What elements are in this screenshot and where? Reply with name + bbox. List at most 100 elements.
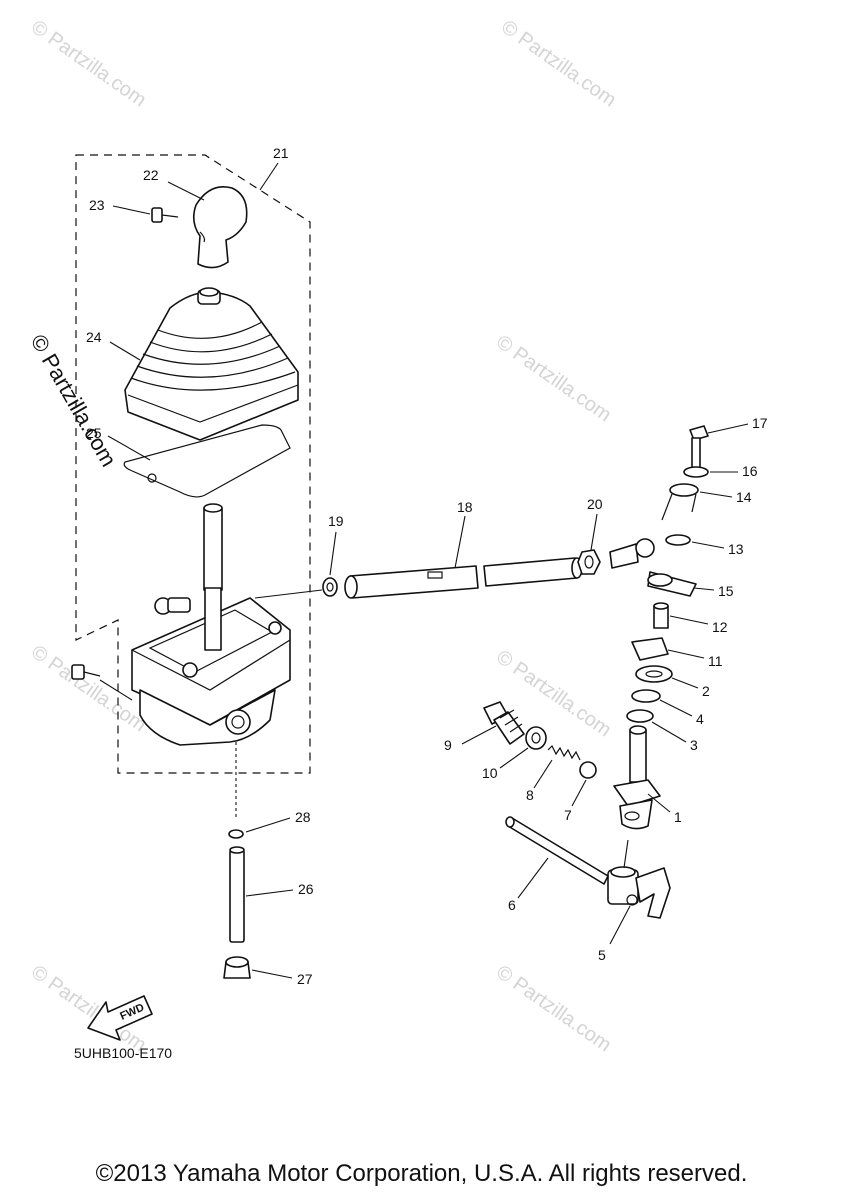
collar bbox=[653, 602, 669, 629]
callout-24: 24 bbox=[86, 329, 102, 345]
exploded-view: © Partzilla.com © Partzilla.com © Partzi… bbox=[26, 16, 768, 1061]
leader-28 bbox=[245, 817, 291, 833]
watermark: © Partzilla.com bbox=[492, 331, 615, 426]
callout-14: 14 bbox=[736, 489, 752, 505]
callout-17: 17 bbox=[752, 415, 768, 431]
callout-10: 10 bbox=[482, 765, 498, 781]
callout-6: 6 bbox=[508, 897, 516, 913]
leader-3 bbox=[651, 721, 687, 743]
shift-knob bbox=[192, 186, 248, 269]
callout-27: 27 bbox=[297, 971, 313, 987]
shift-boot bbox=[124, 287, 299, 441]
leader-15 bbox=[693, 587, 715, 591]
leader-10 bbox=[499, 747, 529, 769]
nut bbox=[577, 549, 601, 575]
screw bbox=[151, 207, 179, 223]
guide-bar bbox=[505, 816, 609, 885]
rod-end bbox=[609, 538, 655, 569]
shift-lever bbox=[203, 503, 223, 591]
callout-9: 9 bbox=[444, 737, 452, 753]
spring-clip bbox=[661, 483, 699, 521]
callout-3: 3 bbox=[690, 737, 698, 753]
bushing bbox=[322, 577, 338, 597]
leader-6 bbox=[517, 857, 549, 899]
leader-17 bbox=[707, 423, 749, 434]
callout-20: 20 bbox=[587, 496, 603, 512]
leader-11 bbox=[667, 649, 705, 659]
leader-24 bbox=[109, 341, 141, 361]
leader-22 bbox=[167, 181, 205, 201]
callout-28: 28 bbox=[295, 809, 311, 825]
watermark: © Partzilla.com bbox=[27, 16, 150, 111]
leader-13 bbox=[691, 541, 725, 549]
diagram-code: 5UHB100-E170 bbox=[74, 1045, 172, 1061]
leader-housing-19 bbox=[254, 589, 323, 599]
detent-spring bbox=[547, 744, 581, 761]
leader-8 bbox=[533, 759, 553, 789]
leader-7 bbox=[571, 779, 587, 807]
leader-9 bbox=[461, 725, 497, 745]
washer bbox=[626, 709, 654, 723]
callout-19: 19 bbox=[328, 513, 344, 529]
leader-21 bbox=[259, 162, 279, 191]
shift-rod bbox=[344, 557, 583, 599]
callout-2: 2 bbox=[702, 683, 710, 699]
o-ring bbox=[228, 829, 244, 839]
leader-20 bbox=[590, 513, 598, 551]
callout-11: 11 bbox=[708, 653, 723, 669]
copyright-notice: ©2013 Yamaha Motor Corporation, U.S.A. A… bbox=[95, 1160, 748, 1187]
kit-boundary bbox=[75, 154, 311, 774]
callout-13: 13 bbox=[728, 541, 744, 557]
callout-18: 18 bbox=[457, 499, 473, 515]
gasket bbox=[525, 726, 547, 750]
watermark: © Partzilla.com bbox=[497, 16, 620, 111]
leader-25 bbox=[107, 435, 151, 461]
plug-bolt bbox=[483, 701, 525, 745]
circlip bbox=[631, 689, 661, 703]
leader-23 bbox=[112, 205, 151, 215]
shift-housing bbox=[131, 587, 291, 746]
end-cap bbox=[223, 956, 251, 979]
leader-26 bbox=[245, 889, 294, 897]
washer bbox=[683, 466, 709, 478]
callout-7: 7 bbox=[564, 807, 572, 823]
stopper bbox=[631, 637, 669, 661]
leader-18 bbox=[454, 515, 466, 569]
callout-8: 8 bbox=[526, 787, 534, 803]
seal-ring bbox=[123, 424, 291, 498]
callout-5: 5 bbox=[598, 947, 606, 963]
callout-23: 23 bbox=[89, 197, 105, 213]
callout-4: 4 bbox=[696, 711, 704, 727]
leader-1 bbox=[647, 793, 671, 813]
housing-bolt bbox=[71, 664, 101, 680]
callout-22: 22 bbox=[143, 167, 159, 183]
callout-1: 1 bbox=[674, 809, 682, 825]
fwd-arrow: FWD bbox=[87, 995, 153, 1041]
oil-seal bbox=[635, 665, 673, 683]
leader-19 bbox=[329, 531, 337, 576]
shift-arm bbox=[647, 571, 697, 597]
watermark: © Partzilla.com bbox=[492, 961, 615, 1056]
leader-4 bbox=[659, 699, 693, 717]
callout-25: 25 bbox=[86, 425, 102, 441]
callout-15: 15 bbox=[718, 583, 734, 599]
pin bbox=[229, 846, 245, 943]
leader-bolt bbox=[99, 679, 133, 701]
washer bbox=[665, 534, 691, 546]
leader-shaft-fork bbox=[623, 839, 629, 869]
leader-2 bbox=[671, 677, 699, 689]
shift-fork bbox=[607, 866, 671, 919]
leader-14 bbox=[699, 491, 733, 498]
callout-12: 12 bbox=[712, 619, 728, 635]
leader-12 bbox=[669, 615, 709, 625]
callout-21: 21 bbox=[273, 145, 289, 161]
shift-shaft bbox=[613, 725, 661, 830]
callout-16: 16 bbox=[742, 463, 758, 479]
leader-27 bbox=[251, 969, 293, 979]
leader-5 bbox=[609, 905, 631, 945]
callout-26: 26 bbox=[298, 881, 314, 897]
watermark-strong: © Partzilla.com bbox=[26, 330, 122, 471]
detent-ball bbox=[579, 761, 597, 779]
seal-clip bbox=[147, 473, 157, 483]
